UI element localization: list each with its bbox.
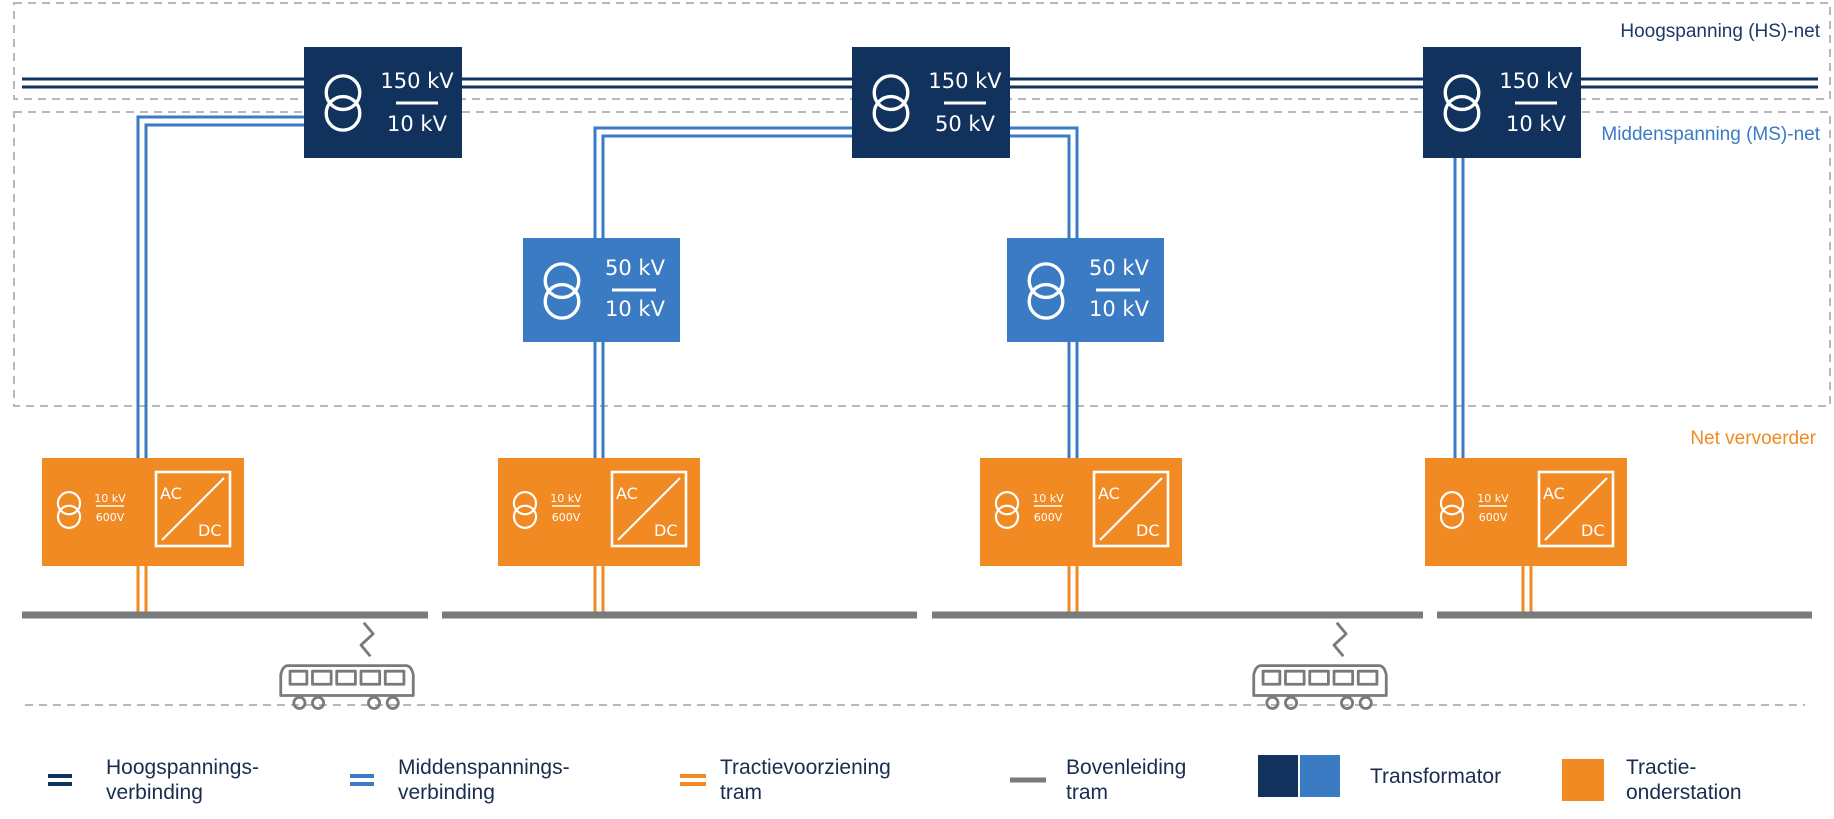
substation-top-label: 10 kV xyxy=(1032,492,1064,505)
substation-top-label: 10 kV xyxy=(94,492,126,505)
ms-zone-label: Middenspanning (MS)-net xyxy=(1601,124,1820,145)
legend-ms-connection: Middenspannings- verbinding xyxy=(350,755,570,805)
hv-transformer-top-label: 150 kV xyxy=(1499,69,1573,93)
legend-substation-label: Tractie- onderstation xyxy=(1626,756,1742,804)
converter-ac-label: AC xyxy=(1098,484,1120,503)
mv-transformer-bottom-label: 10 kV xyxy=(1089,297,1150,321)
ms-zone-frame xyxy=(13,111,1831,407)
hs-zone-label: Hoogspanning (HS)-net xyxy=(1620,21,1820,42)
converter-dc-label: DC xyxy=(198,521,222,540)
legend-transformer: Transformator xyxy=(1258,755,1501,797)
mv-transformer-bottom-label: 10 kV xyxy=(605,297,666,321)
substation-bottom-label: 600V xyxy=(1479,511,1508,524)
ac-dc-converter-icon xyxy=(161,477,225,541)
ac-dc-converter-icon xyxy=(1099,477,1163,541)
substation-4: 10 kV 600V AC DC xyxy=(1425,458,1627,566)
hv-transformer-1: 150 kV 10 kV xyxy=(304,47,462,158)
tram-icon xyxy=(1252,622,1388,710)
transformer-swatch-icon xyxy=(1258,755,1340,797)
substation-2: 10 kV 600V AC DC xyxy=(498,458,700,566)
legend-substation: Tractie- onderstation xyxy=(1562,755,1742,805)
converter-dc-label: DC xyxy=(1136,521,1160,540)
mv-transformer-1: 50 kV 10 kV xyxy=(523,238,680,342)
hv-transformer-top-label: 150 kV xyxy=(928,69,1002,93)
converter-ac-label: AC xyxy=(1543,484,1565,503)
traction-supply-line-icon xyxy=(680,774,706,786)
ac-dc-converter-icon xyxy=(1544,477,1608,541)
converter-ac-label: AC xyxy=(160,484,182,503)
legend-overhead-line-label: Bovenleiding tram xyxy=(1066,756,1187,804)
hv-transformer-bottom-label: 50 kV xyxy=(935,112,996,136)
hv-transformer-top-label: 150 kV xyxy=(380,69,454,93)
hv-transformer-2: 150 kV 50 kV xyxy=(852,47,1010,158)
converter-dc-label: DC xyxy=(1581,521,1605,540)
legend-hs-connection: Hoogspannings- verbinding xyxy=(48,755,259,805)
hv-transformer-bottom-label: 10 kV xyxy=(387,112,448,136)
legend: Hoogspannings- verbinding Middenspanning… xyxy=(0,755,1834,819)
ms-connection-line-icon xyxy=(350,774,374,786)
hs-connection-line-icon xyxy=(48,774,72,786)
substation-top-label: 10 kV xyxy=(550,492,582,505)
substation-swatch-icon xyxy=(1562,759,1604,801)
overhead-line-icon xyxy=(1010,777,1046,783)
legend-traction-supply: Tractievoorziening tram xyxy=(680,755,891,805)
ac-dc-converter-icon xyxy=(617,477,681,541)
substation-bottom-label: 600V xyxy=(552,511,581,524)
ms-connections xyxy=(136,115,1465,458)
substation-top-label: 10 kV xyxy=(1477,492,1509,505)
tram-icon xyxy=(279,622,415,710)
mv-transformer-2: 50 kV 10 kV xyxy=(1007,238,1164,342)
legend-hs-connection-label: Hoogspannings- verbinding xyxy=(106,756,259,804)
legend-ms-connection-label: Middenspannings- verbinding xyxy=(398,756,570,804)
substation-3: 10 kV 600V AC DC xyxy=(980,458,1182,566)
carrier-zone-label: Net vervoerder xyxy=(1690,428,1816,449)
traction-supplies xyxy=(136,566,1533,612)
substation-bottom-label: 600V xyxy=(1034,511,1063,524)
legend-transformer-label: Transformator xyxy=(1370,764,1502,788)
substation-1: 10 kV 600V AC DC xyxy=(42,458,244,566)
converter-ac-label: AC xyxy=(616,484,638,503)
mv-transformer-top-label: 50 kV xyxy=(605,256,666,280)
legend-traction-supply-label: Tractievoorziening tram xyxy=(720,756,891,804)
substation-bottom-label: 600V xyxy=(96,511,125,524)
legend-overhead-line: Bovenleiding tram xyxy=(1010,755,1186,805)
mv-transformer-top-label: 50 kV xyxy=(1089,256,1150,280)
hv-transformer-3: 150 kV 10 kV xyxy=(1423,47,1581,158)
converter-dc-label: DC xyxy=(654,521,678,540)
hv-transformer-bottom-label: 10 kV xyxy=(1506,112,1567,136)
